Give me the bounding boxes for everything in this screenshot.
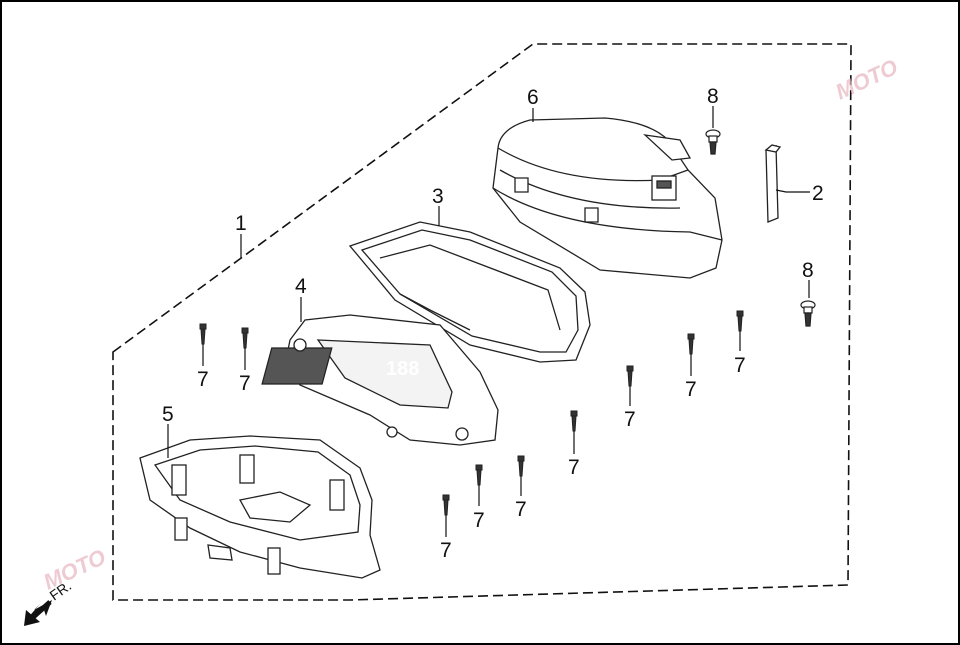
callout-6: 6 xyxy=(527,86,539,109)
screw-7-e xyxy=(736,310,744,332)
callout-3: 3 xyxy=(432,185,444,208)
screw-7-b xyxy=(241,327,249,349)
part-3-lens-frame xyxy=(348,221,591,363)
part-2-bracket xyxy=(764,144,782,223)
svg-text:MOTO: MOTO xyxy=(40,544,110,594)
part-7-screws xyxy=(199,310,744,516)
callout-7-h: 7 xyxy=(473,509,485,532)
watermark-logo-top: MOTO xyxy=(832,54,902,104)
screw-7-g xyxy=(517,455,525,477)
assembly-boundary xyxy=(112,43,852,601)
screw-7-c xyxy=(626,365,634,387)
part-8-screw-a xyxy=(705,129,721,155)
callout-8-a: 8 xyxy=(707,85,719,108)
callout-7-d: 7 xyxy=(685,378,697,401)
callout-1: 1 xyxy=(235,212,247,235)
callout-7-a: 7 xyxy=(197,368,209,391)
part-5-lower-case xyxy=(139,435,381,579)
part-4-display-board xyxy=(261,314,499,446)
callout-7-f: 7 xyxy=(568,456,580,479)
screw-7-i xyxy=(442,494,450,516)
screw-7-h xyxy=(475,464,483,486)
screw-7-d xyxy=(687,333,695,355)
callout-8-b: 8 xyxy=(802,259,814,282)
callout-7-c: 7 xyxy=(624,408,636,431)
watermark-logo-bottom: MOTO xyxy=(40,544,110,594)
leader-lines xyxy=(167,106,810,537)
callout-5: 5 xyxy=(162,403,174,426)
screw-7-a xyxy=(199,323,207,345)
svg-text:MOTO: MOTO xyxy=(832,54,902,104)
callout-7-g: 7 xyxy=(515,498,527,521)
display-digits: 188 xyxy=(386,358,419,380)
part-6-upper-cover xyxy=(492,117,723,279)
callout-7-e: 7 xyxy=(734,354,746,377)
callout-7-i: 7 xyxy=(440,539,452,562)
callout-4: 4 xyxy=(295,275,307,298)
callout-2: 2 xyxy=(812,182,824,205)
part-8-screw-b xyxy=(800,300,816,327)
front-arrow-icon xyxy=(24,600,52,626)
screw-7-f xyxy=(570,410,578,432)
callout-7-b: 7 xyxy=(239,372,251,395)
